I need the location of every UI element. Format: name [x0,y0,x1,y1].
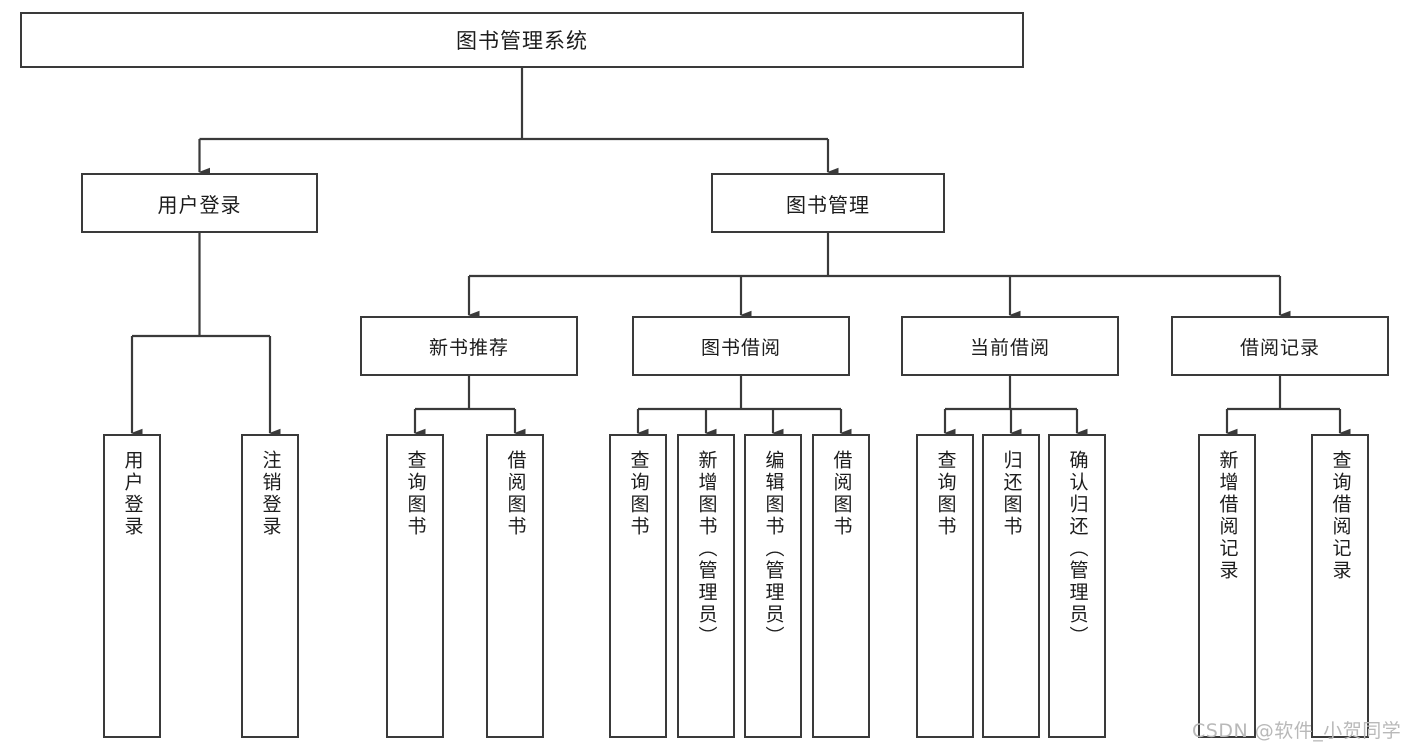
node-current-borrow-label: 当前借阅 [969,336,1050,359]
csdn-watermark: CSDN @软件_小贺同学 [1192,720,1402,742]
leaf-user-login-label: 用户登录 [121,450,144,538]
node-book-manage[interactable]: 图书管理 [711,173,945,233]
leaf-borrow-book-2-label: 借阅图书 [830,450,853,538]
leaf-logout-label: 注销登录 [259,450,282,538]
node-user-login-label: 用户登录 [157,192,242,217]
leaf-borrow-book-1[interactable]: 借阅图书 [486,434,544,738]
node-root[interactable]: 图书管理系统 [20,12,1024,68]
leaf-confirm-return-label: 确认归还（管理员） [1066,450,1089,648]
node-user-login[interactable]: 用户登录 [81,173,318,233]
node-new-book-rec-label: 新书推荐 [428,336,509,359]
leaf-query-book-2-label: 查询图书 [627,450,650,538]
leaf-edit-book-label: 编辑图书（管理员） [762,450,785,648]
node-borrow-record-label: 借阅记录 [1239,336,1320,359]
leaf-add-record[interactable]: 新增借阅记录 [1198,434,1256,738]
leaf-query-book-2[interactable]: 查询图书 [609,434,667,738]
leaf-user-login[interactable]: 用户登录 [103,434,161,738]
leaf-logout[interactable]: 注销登录 [241,434,299,738]
leaf-edit-book[interactable]: 编辑图书（管理员） [744,434,802,738]
node-borrow-record[interactable]: 借阅记录 [1171,316,1389,376]
node-book-borrow[interactable]: 图书借阅 [632,316,850,376]
node-root-label: 图书管理系统 [456,29,588,53]
leaf-borrow-book-2[interactable]: 借阅图书 [812,434,870,738]
leaf-add-record-label: 新增借阅记录 [1216,450,1239,582]
leaf-query-record-label: 查询借阅记录 [1329,450,1352,582]
leaf-add-book[interactable]: 新增图书（管理员） [677,434,735,738]
leaf-query-record[interactable]: 查询借阅记录 [1311,434,1369,738]
leaf-return-book-label: 归还图书 [1000,450,1023,538]
node-new-book-rec[interactable]: 新书推荐 [360,316,578,376]
leaf-query-book-1[interactable]: 查询图书 [386,434,444,738]
node-book-borrow-label: 图书借阅 [700,336,781,359]
leaf-add-book-label: 新增图书（管理员） [695,450,718,648]
node-book-manage-label: 图书管理 [786,192,870,217]
leaf-confirm-return[interactable]: 确认归还（管理员） [1048,434,1106,738]
leaf-query-book-3-label: 查询图书 [934,450,957,538]
leaf-return-book[interactable]: 归还图书 [982,434,1040,738]
leaf-borrow-book-1-label: 借阅图书 [504,450,527,538]
leaf-query-book-3[interactable]: 查询图书 [916,434,974,738]
leaf-query-book-1-label: 查询图书 [404,450,427,538]
node-current-borrow[interactable]: 当前借阅 [901,316,1119,376]
